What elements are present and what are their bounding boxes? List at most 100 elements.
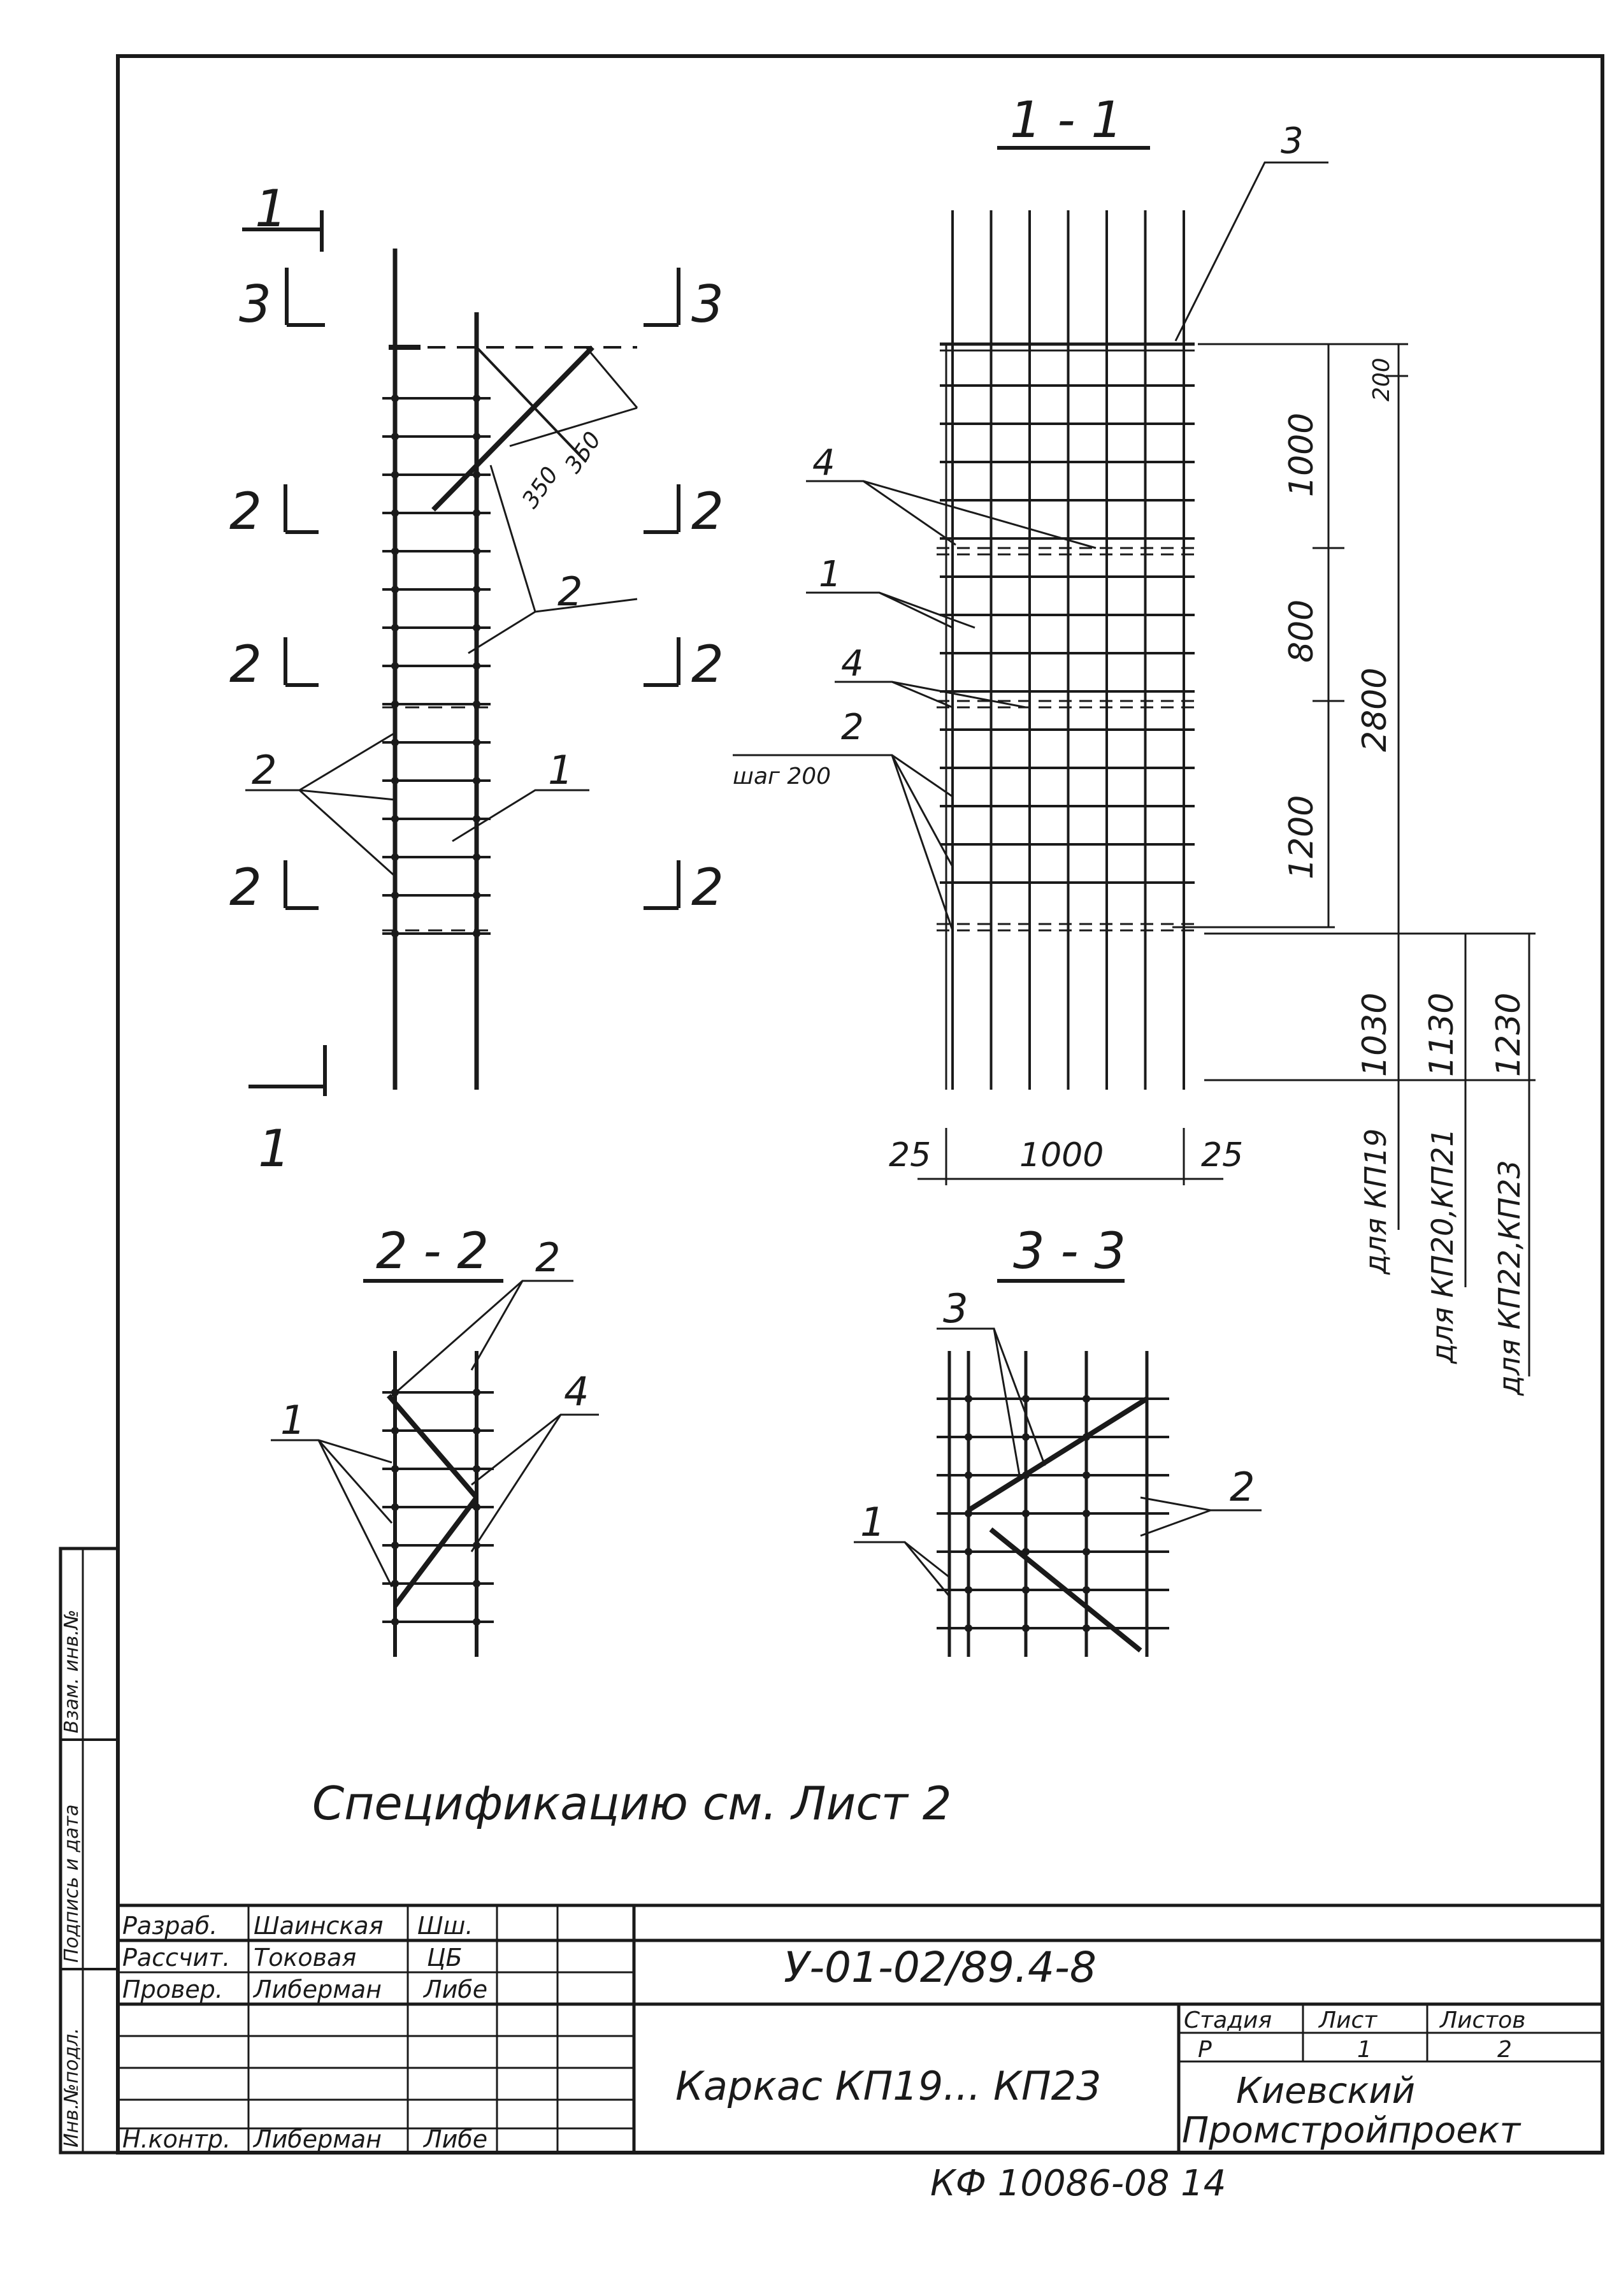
bar-dot <box>473 930 480 937</box>
bar-dot <box>965 1548 972 1556</box>
bar-dot <box>473 1580 480 1587</box>
bar-dot <box>473 739 480 746</box>
bar-dot <box>473 853 480 861</box>
bar-dot <box>473 394 480 402</box>
dim-1130: 1130 <box>1423 993 1461 1077</box>
svg-text:1: 1 <box>819 554 842 595</box>
section-mark-2-right-3: 2 <box>644 858 724 917</box>
side-stamp-replace: Взам. инв.№ <box>61 1610 83 1733</box>
section-1-1-longitudinal-bars <box>945 210 1185 1090</box>
s11-callout-1: 1 <box>806 554 975 629</box>
tb-name-0: Шаинская <box>254 1912 383 1940</box>
tb-role-0: Разраб. <box>122 1912 217 1940</box>
bar-dot <box>1022 1624 1030 1632</box>
bar-dot <box>473 1427 480 1434</box>
note-kp20-21: для КП20,КП21 <box>1425 1128 1460 1364</box>
dim-1030: 1030 <box>1356 993 1394 1077</box>
bar-dot <box>965 1586 972 1594</box>
section-1-1-dimensions: 200 1000 800 1200 2800 1030 1130 1230 дл… <box>889 343 1536 1396</box>
side-stamp: Инв.№подл. Подпись и дата Взам. инв.№ <box>59 1547 120 2155</box>
dim-25-right: 25 <box>1201 1136 1243 1174</box>
s11-callout-4-lower: 4 <box>835 643 1026 709</box>
svg-text:2: 2 <box>535 1234 560 1281</box>
dim-1000-v: 1000 <box>1283 413 1321 497</box>
footer-code: КФ 10086-08 14 <box>930 2163 1226 2204</box>
spec-note: Спецификацию см. Лист 2 <box>312 1777 952 1830</box>
section-mark-2-right-2: 2 <box>644 635 724 694</box>
svg-text:1: 1 <box>280 1397 305 1443</box>
dim-800: 800 <box>1283 600 1321 663</box>
bar-dot <box>965 1433 972 1441</box>
section-mark-2-left-2: 2 <box>229 635 319 694</box>
bar-dot <box>473 1618 480 1626</box>
bar-dot <box>1022 1395 1030 1403</box>
bar-dot <box>391 509 399 517</box>
section-1-1-crossbars <box>937 342 1198 932</box>
tb-name-7: Либерман <box>252 2125 382 2153</box>
s22-callout-2: 2 <box>388 1234 573 1400</box>
bar-dot <box>1022 1433 1030 1441</box>
section-2-2-title: 2 - 2 <box>376 1223 489 1280</box>
bar-dot <box>391 394 399 402</box>
svg-text:2: 2 <box>691 858 724 917</box>
bar-dot <box>391 1465 399 1473</box>
sheet-header: Лист <box>1318 2007 1378 2033</box>
svg-text:2: 2 <box>691 635 724 694</box>
section-1-1-title: 1 - 1 <box>1010 92 1123 149</box>
bar-dot <box>391 586 399 593</box>
s33-callout-1: 1 <box>854 1499 951 1597</box>
dim-1230: 1230 <box>1490 993 1528 1077</box>
tb-sign-7: Либе <box>422 2125 487 2153</box>
side-stamp-inv: Инв.№подл. <box>61 2028 83 2148</box>
bar-dot <box>391 930 399 937</box>
doc-name: Каркас КП19... КП23 <box>675 2063 1102 2109</box>
bar-dot <box>391 700 399 708</box>
section-mark-1-top: 1 <box>242 179 324 252</box>
tb-name-2: Либерман <box>252 1975 382 2004</box>
main-callout-1: 1 <box>452 747 589 842</box>
svg-text:4: 4 <box>564 1368 589 1415</box>
section-mark-2-left-3: 2 <box>229 858 319 917</box>
dim-1200: 1200 <box>1283 795 1321 879</box>
doc-code: У-01-02/89.4-8 <box>784 1943 1097 1992</box>
main-callout-2-upper: 2 <box>468 465 638 654</box>
svg-text:3: 3 <box>691 275 724 334</box>
svg-text:2: 2 <box>252 747 277 793</box>
title-block: Разраб. Шаинская Шш. Рассчит. Токовая ЦБ… <box>118 1905 1602 2153</box>
svg-text:2: 2 <box>691 482 724 541</box>
bar-dot <box>391 624 399 632</box>
bar-dot <box>391 1580 399 1587</box>
s11-callout-4-upper: 4 <box>806 442 1097 549</box>
section-2-2: 2 - 2 2 1 4 <box>271 1223 599 1657</box>
bar-dot <box>391 471 399 479</box>
tb-sign-2: Либе <box>422 1975 487 2004</box>
bar-dot <box>391 1503 399 1511</box>
dim-2800: 2800 <box>1356 668 1394 752</box>
s33-callout-2: 2 <box>1140 1464 1262 1537</box>
sheets-header: Листов <box>1439 2007 1525 2033</box>
dim-200: 200 <box>1369 357 1395 401</box>
bar-dot <box>473 624 480 632</box>
s11-callout-2: 2 шаг 200 <box>733 707 954 931</box>
bar-dot <box>473 700 480 708</box>
dim-350-a: 350 <box>517 462 564 513</box>
dim-350-b: 350 <box>560 427 607 478</box>
note-kp22-23: для КП22,КП23 <box>1492 1160 1527 1396</box>
svg-text:2: 2 <box>558 568 582 615</box>
svg-text:2: 2 <box>229 858 262 917</box>
svg-text:3: 3 <box>943 1285 968 1332</box>
bar-dot <box>1083 1395 1090 1403</box>
org-line2: Промстройпроект <box>1182 2110 1521 2151</box>
tb-role-2: Провер. <box>122 1975 223 2004</box>
bar-dot <box>1083 1471 1090 1479</box>
bar-dot <box>391 1541 399 1549</box>
svg-text:3: 3 <box>239 275 271 334</box>
bar-dot <box>391 815 399 823</box>
tb-sign-1: ЦБ <box>427 1944 463 1972</box>
dim-1000-h: 1000 <box>1019 1136 1104 1174</box>
dimension-350: 350 350 <box>509 347 638 513</box>
bar-dot <box>391 853 399 861</box>
bar-dot <box>391 1618 399 1626</box>
svg-text:1: 1 <box>258 1119 291 1178</box>
